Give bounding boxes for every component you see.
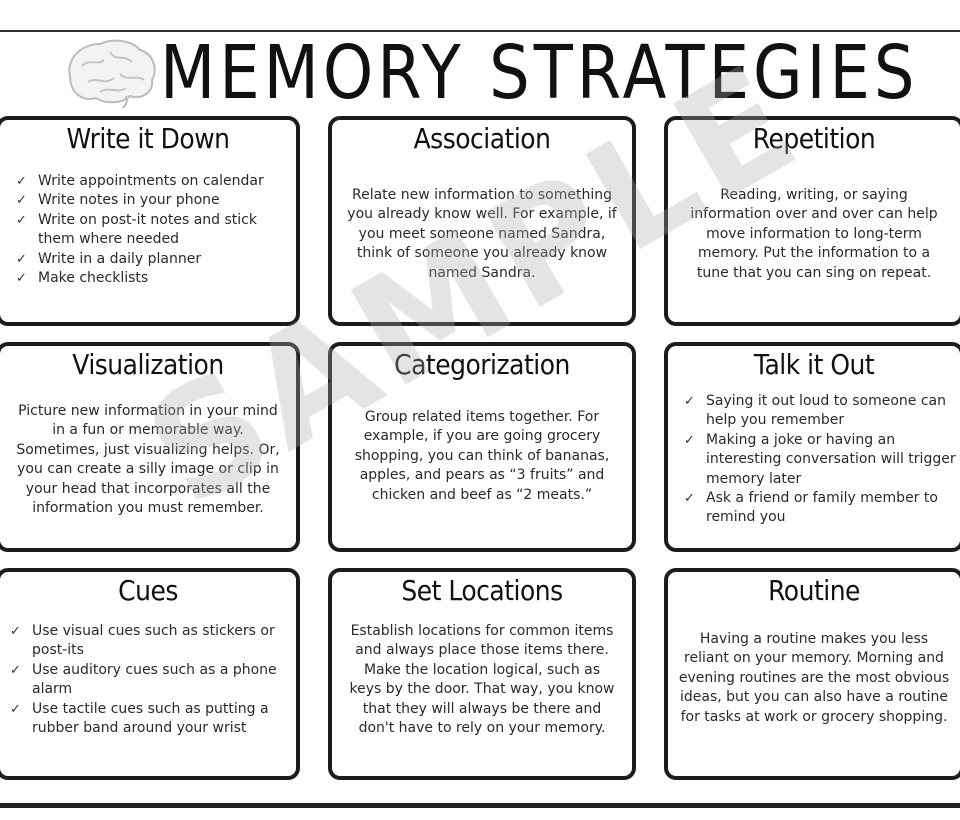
card-heading: Write it Down bbox=[66, 122, 230, 155]
list-item: Make checklists bbox=[14, 269, 288, 289]
card-visualization: Visualization Picture new information in… bbox=[0, 342, 300, 552]
list-item: Write in a daily planner bbox=[14, 250, 288, 270]
card-text: Having a routine makes you less reliant … bbox=[678, 631, 950, 725]
list-item: Ask a friend or family member to remind … bbox=[682, 489, 958, 528]
card-write-it-down: Write it Down Write appointments on cale… bbox=[0, 116, 300, 326]
card-heading: Repetition bbox=[752, 122, 876, 155]
card-heading: Association bbox=[413, 122, 551, 155]
list-item: Use auditory cues such as a phone alarm bbox=[8, 661, 288, 700]
card-set-locations: Set Locations Establish locations for co… bbox=[328, 568, 636, 780]
list-item: Making a joke or having an interesting c… bbox=[682, 431, 958, 489]
card-text: Establish locations for common items and… bbox=[349, 623, 615, 737]
card-heading: Talk it Out bbox=[753, 348, 875, 381]
card-text: Picture new information in your mind in … bbox=[16, 403, 280, 517]
checklist: Write appointments on calendar Write not… bbox=[0, 172, 296, 289]
list-item: Use tactile cues such as putting a rubbe… bbox=[8, 700, 288, 739]
card-heading: Categorization bbox=[394, 348, 570, 381]
list-item: Write on post-it notes and stick them wh… bbox=[14, 211, 288, 250]
list-item: Write notes in your phone bbox=[14, 191, 288, 211]
card-heading: Set Locations bbox=[401, 574, 563, 607]
card-heading: Cues bbox=[118, 574, 178, 607]
card-text: Group related items together. For exampl… bbox=[354, 409, 610, 503]
card-repetition: Repetition Reading, writing, or saying i… bbox=[664, 116, 960, 326]
page-title: MEMORY STRATEGIES bbox=[160, 31, 919, 117]
card-text: Relate new information to something you … bbox=[347, 187, 617, 281]
card-association: Association Relate new information to so… bbox=[328, 116, 636, 326]
card-text: Reading, writing, or saying information … bbox=[690, 187, 938, 281]
checklist: Saying it out loud to someone can help y… bbox=[668, 392, 960, 528]
brain-icon bbox=[68, 39, 156, 108]
list-item: Write appointments on calendar bbox=[14, 172, 288, 192]
card-cues: Cues Use visual cues such as stickers or… bbox=[0, 568, 300, 780]
top-rule bbox=[0, 30, 960, 32]
card-routine: Routine Having a routine makes you less … bbox=[664, 568, 960, 780]
list-item: Saying it out loud to someone can help y… bbox=[682, 392, 958, 431]
card-heading: Routine bbox=[768, 574, 860, 607]
list-item: Use visual cues such as stickers or post… bbox=[8, 622, 288, 661]
card-heading: Visualization bbox=[72, 348, 224, 381]
bottom-rule bbox=[0, 803, 960, 808]
card-talk-it-out: Talk it Out Saying it out loud to someon… bbox=[664, 342, 960, 552]
checklist: Use visual cues such as stickers or post… bbox=[0, 622, 296, 738]
card-categorization: Categorization Group related items toget… bbox=[328, 342, 636, 552]
